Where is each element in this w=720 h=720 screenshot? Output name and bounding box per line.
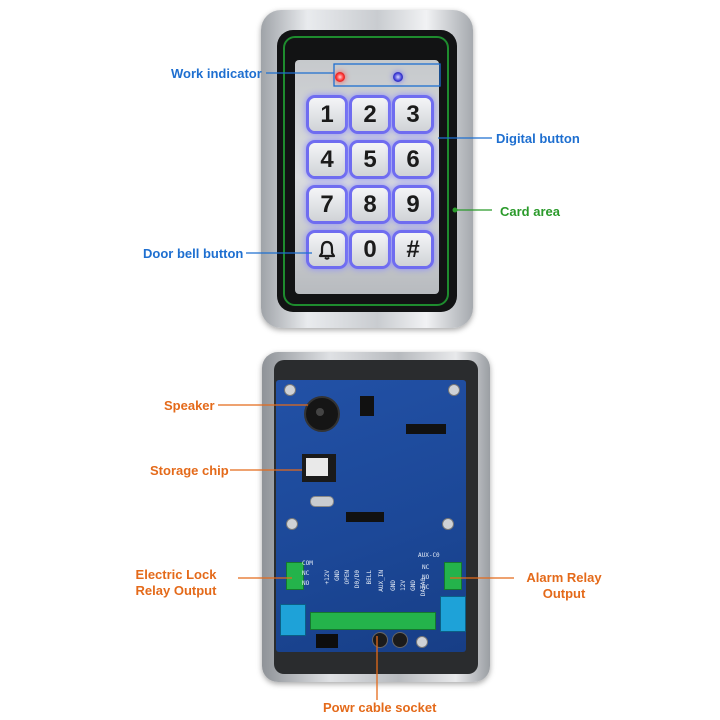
main-terminal-block [310, 612, 436, 630]
silk-nc: NC [302, 570, 310, 577]
silk-nc-r2: NC [422, 584, 430, 591]
capacitor [372, 632, 388, 648]
key-9[interactable]: 9 [395, 188, 431, 221]
label-electric-lock-line2: Relay Output [135, 583, 217, 598]
electric-lock-relay [280, 604, 306, 636]
silk-aux: AUX-C0 [418, 552, 440, 559]
label-digital-button: Digital button [496, 131, 580, 146]
screw [416, 636, 428, 648]
label-alarm-relay-line1: Alarm Relay [526, 570, 602, 585]
crystal-oscillator [310, 496, 334, 507]
ic-component [360, 396, 374, 416]
key-2[interactable]: 2 [352, 98, 388, 131]
speaker-hole [316, 408, 324, 416]
screw [284, 384, 296, 396]
keypad-device: 1 2 3 4 5 6 7 8 9 0 # [261, 10, 473, 328]
key-5[interactable]: 5 [352, 143, 388, 176]
label-door-bell-button: Door bell button [143, 246, 244, 261]
key-hash[interactable]: # [395, 233, 431, 266]
circuit-board: COM NC NO NC NO NC AUX-C0 +12V GND OPEN … [276, 380, 466, 652]
key-3[interactable]: 3 [395, 98, 431, 131]
label-electric-lock: Electric Lock Relay Output [118, 567, 234, 599]
capacitor [392, 632, 408, 648]
chip-sticker [306, 458, 328, 476]
key-0[interactable]: 0 [352, 233, 388, 266]
screw [442, 518, 454, 530]
silk-no: NO [302, 580, 310, 587]
label-electric-lock-line1: Electric Lock [135, 567, 217, 582]
screw [286, 518, 298, 530]
ic-component [406, 424, 446, 434]
alarm-relay [440, 596, 466, 632]
work-indicator-blue-led [393, 72, 403, 82]
label-power-cable-socket: Powr cable socket [323, 700, 437, 715]
label-alarm-relay: Alarm Relay Output [516, 570, 612, 602]
label-card-area: Card area [500, 204, 560, 219]
card-area-ring [283, 36, 449, 306]
screw [448, 384, 460, 396]
key-7[interactable]: 7 [309, 188, 345, 221]
key-1[interactable]: 1 [309, 98, 345, 131]
alarm-relay-terminal [444, 562, 462, 590]
label-storage-chip: Storage chip [150, 463, 229, 478]
work-indicator-red-led [335, 72, 345, 82]
ic-component [346, 512, 384, 522]
silk-com: COM [302, 560, 313, 567]
bell-icon [318, 240, 336, 260]
power-socket [316, 634, 338, 648]
label-alarm-relay-line2: Output [542, 586, 586, 601]
key-6[interactable]: 6 [395, 143, 431, 176]
door-bell-key[interactable] [309, 233, 345, 266]
electric-lock-terminal [286, 562, 304, 590]
silk-nc-r: NC [422, 564, 430, 571]
label-work-indicator: Work indicator [171, 66, 262, 81]
key-4[interactable]: 4 [309, 143, 345, 176]
key-8[interactable]: 8 [352, 188, 388, 221]
label-speaker: Speaker [164, 398, 215, 413]
silk-no-r: NO [422, 574, 430, 581]
